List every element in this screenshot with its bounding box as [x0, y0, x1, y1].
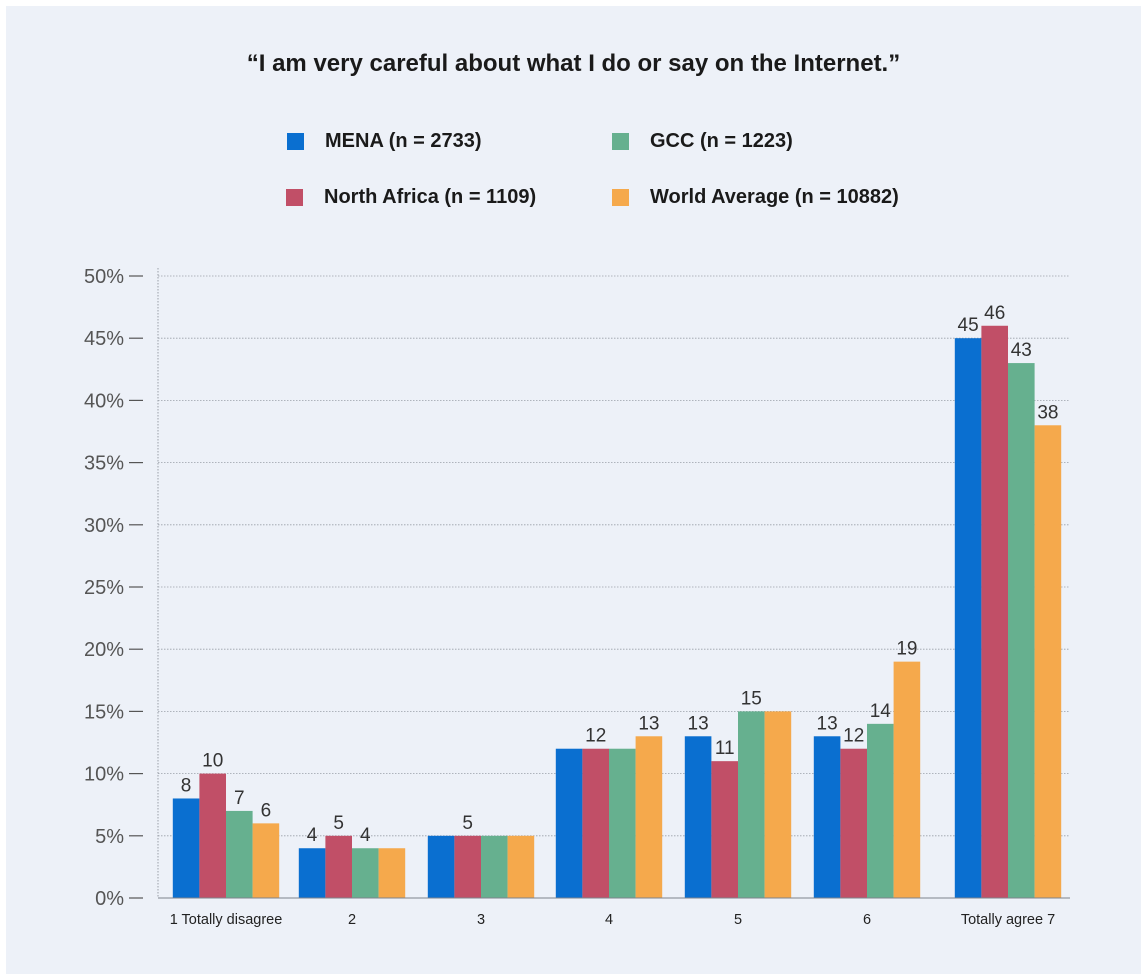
y-tick-label: 15% [84, 701, 124, 723]
bar-mena [172, 798, 200, 898]
legend-label-world-average: World Average (n = 10882) [650, 186, 899, 208]
data-label-north-africa: 46 [984, 303, 1005, 324]
bar-gcc [352, 848, 379, 898]
bar-mena [813, 736, 841, 898]
legend-swatch-gcc [612, 133, 629, 150]
data-label-world-average: 19 [896, 639, 917, 660]
x-tick-label: 3 [477, 912, 485, 928]
data-label-world-average: 38 [1037, 402, 1058, 423]
y-tick-label: 20% [84, 639, 124, 661]
y-tick-label: 40% [84, 390, 124, 412]
legend-swatch-mena [287, 133, 304, 150]
legend-item-north-africa: North Africa (n = 1109) [286, 186, 536, 209]
bar-gcc [1008, 363, 1035, 899]
bar-world-average [1034, 425, 1062, 898]
legend-item-world-average: World Average (n = 10882) [612, 186, 899, 209]
data-label-world-average: 13 [638, 713, 659, 734]
y-tick-label: 35% [84, 453, 124, 475]
y-tick-label: 45% [84, 328, 124, 350]
data-label-mena: 45 [958, 315, 979, 336]
data-label-gcc: 14 [870, 701, 892, 722]
y-tick-label: 30% [84, 515, 124, 537]
bar-world-average [893, 661, 921, 898]
bar-north-africa [582, 748, 609, 898]
bar-mena [298, 848, 326, 898]
data-label-north-africa: 12 [843, 726, 864, 747]
bar-world-average [764, 711, 792, 898]
data-label-north-africa: 5 [333, 813, 344, 834]
data-label-gcc: 15 [741, 688, 762, 709]
bar-north-africa [840, 748, 867, 898]
bar-gcc [738, 711, 765, 898]
x-tick-label: 6 [863, 912, 871, 928]
data-label-north-africa: 5 [462, 813, 473, 834]
data-label-mena: 8 [181, 775, 192, 796]
bar-world-average [252, 823, 280, 898]
data-label-gcc: 4 [360, 825, 371, 846]
y-tick-label: 10% [84, 764, 124, 786]
bar-mena [954, 338, 982, 898]
data-label-world-average: 6 [261, 800, 272, 821]
legend-label-gcc: GCC (n = 1223) [650, 130, 793, 152]
legend-label-mena: MENA (n = 2733) [325, 130, 482, 152]
x-tick-label: 1 Totally disagree [170, 912, 283, 928]
y-tick-label: 0% [95, 888, 124, 910]
bar-gcc [867, 723, 894, 898]
bar-north-africa [199, 773, 226, 898]
bar-north-africa [981, 325, 1008, 898]
x-tick-label: Totally agree 7 [961, 912, 1055, 928]
y-tick-label: 25% [84, 577, 124, 599]
data-label-north-africa: 12 [585, 726, 606, 747]
y-tick-label: 5% [95, 826, 124, 848]
bar-gcc [481, 835, 508, 898]
bar-gcc [609, 748, 636, 898]
data-label-north-africa: 10 [202, 751, 223, 772]
data-label-gcc: 7 [234, 788, 245, 809]
x-tick-label: 2 [348, 912, 356, 928]
bar-gcc [226, 810, 253, 898]
x-tick-label: 4 [605, 912, 613, 928]
bar-mena [555, 748, 583, 898]
bar-world-average [507, 835, 535, 898]
legend-swatch-world-average [612, 189, 629, 206]
data-label-gcc: 43 [1011, 340, 1032, 361]
bar-world-average [635, 736, 663, 898]
x-tick-label: 5 [734, 912, 742, 928]
data-label-mena: 4 [307, 825, 318, 846]
data-label-mena: 13 [688, 713, 709, 734]
chart-title: “I am very careful about what I do or sa… [246, 50, 901, 77]
bar-mena [684, 736, 712, 898]
y-tick-label: 50% [84, 266, 124, 288]
data-label-north-africa: 11 [715, 738, 735, 759]
legend-item-mena: MENA (n = 2733) [287, 130, 482, 153]
bar-mena [427, 835, 455, 898]
data-label-mena: 13 [817, 713, 838, 734]
bar-north-africa [454, 835, 481, 898]
bar-world-average [378, 848, 406, 898]
legend-label-north-africa: North Africa (n = 1109) [324, 186, 537, 208]
bar-north-africa [711, 761, 738, 898]
legend-item-gcc: GCC (n = 1223) [612, 130, 793, 153]
bar-north-africa [325, 835, 352, 898]
legend-swatch-north-africa [286, 189, 303, 206]
